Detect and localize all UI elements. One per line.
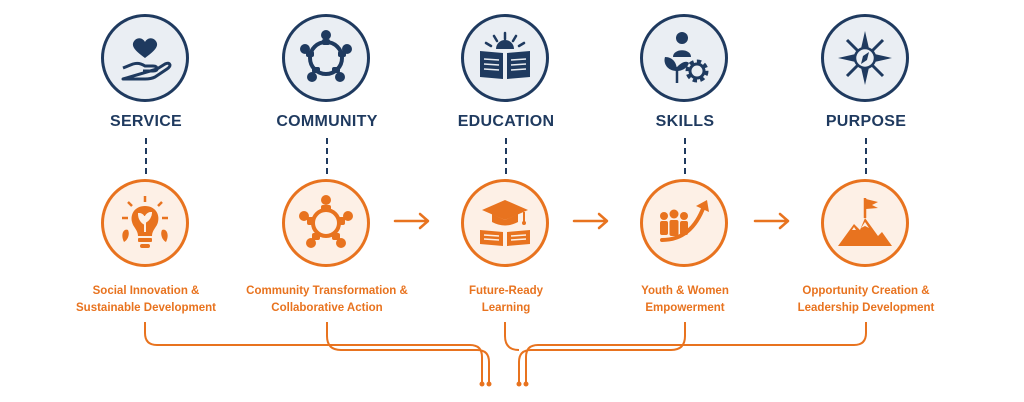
purpose-outcome: Opportunity Creation & Leadership Develo… — [766, 283, 966, 317]
community-outcome-line2: Collaborative Action — [271, 302, 383, 314]
purpose-title: PURPOSE — [825, 113, 907, 130]
arrow-right-icon — [572, 212, 609, 230]
education-outcome-line2: Learning — [481, 302, 531, 314]
pillar-community: COMMUNITY Community Transformation & Col… — [237, 0, 417, 320]
community-title: COMMUNITY — [276, 113, 378, 130]
service-outcome-line1: Social Innovation & — [92, 285, 200, 297]
graduation-book-icon — [480, 200, 530, 246]
people-circle-icon — [300, 30, 352, 82]
person-gear-icon — [664, 32, 709, 83]
lightbulb-plant-icon — [122, 196, 168, 248]
pillar-skills: SKILLS Youth & Women Empowerment — [595, 0, 775, 320]
community-dashed-line — [326, 138, 328, 174]
service-bottom-circle — [101, 179, 189, 267]
community-bottom-circle — [282, 179, 370, 267]
service-outcome: Social Innovation & Sustainable Developm… — [46, 283, 246, 317]
compass-icon — [838, 31, 892, 85]
education-bottom-circle — [461, 179, 549, 267]
skills-dashed-line — [684, 138, 686, 174]
service-top-circle — [101, 14, 189, 102]
people-table-icon — [299, 195, 353, 248]
skills-top-circle — [640, 14, 728, 102]
group-growth-arrow-icon — [660, 200, 709, 242]
arrow-right-icon — [393, 212, 430, 230]
pillar-service: SERVICE Social Innovation & Sustainable … — [56, 0, 236, 320]
education-outcome: Future-Ready Learning — [406, 283, 606, 317]
mountain-flag-icon — [838, 198, 892, 246]
service-outcome-line2: Sustainable Development — [76, 302, 216, 314]
education-top-circle — [461, 14, 549, 102]
skills-outcome: Youth & Women Empowerment — [585, 283, 785, 317]
heart-hand-icon — [121, 38, 172, 81]
community-top-circle — [282, 14, 370, 102]
arrow-right-icon — [753, 212, 790, 230]
service-dashed-line — [145, 138, 147, 174]
service-title: SERVICE — [109, 113, 183, 130]
purpose-dashed-line — [865, 138, 867, 174]
skills-bottom-circle — [640, 179, 728, 267]
community-outcome-line1: Community Transformation & — [246, 285, 408, 297]
skills-outcome-line1: Youth & Women — [641, 285, 729, 297]
open-book-icon — [480, 31, 530, 79]
purpose-bottom-circle — [821, 179, 909, 267]
purpose-outcome-line1: Opportunity Creation & — [802, 285, 930, 297]
skills-title: SKILLS — [655, 113, 715, 130]
skills-outcome-line2: Empowerment — [645, 302, 725, 314]
purpose-outcome-line2: Leadership Development — [797, 302, 935, 314]
education-dashed-line — [505, 138, 507, 174]
education-outcome-line1: Future-Ready — [468, 285, 544, 297]
pillar-education: EDUCATION Future-Ready Learning — [416, 0, 596, 320]
pillar-purpose: PURPOSE Opportunity Creation & Leadershi… — [776, 0, 956, 320]
purpose-top-circle — [821, 14, 909, 102]
community-outcome: Community Transformation & Collaborative… — [227, 283, 427, 317]
education-title: EDUCATION — [457, 113, 555, 130]
